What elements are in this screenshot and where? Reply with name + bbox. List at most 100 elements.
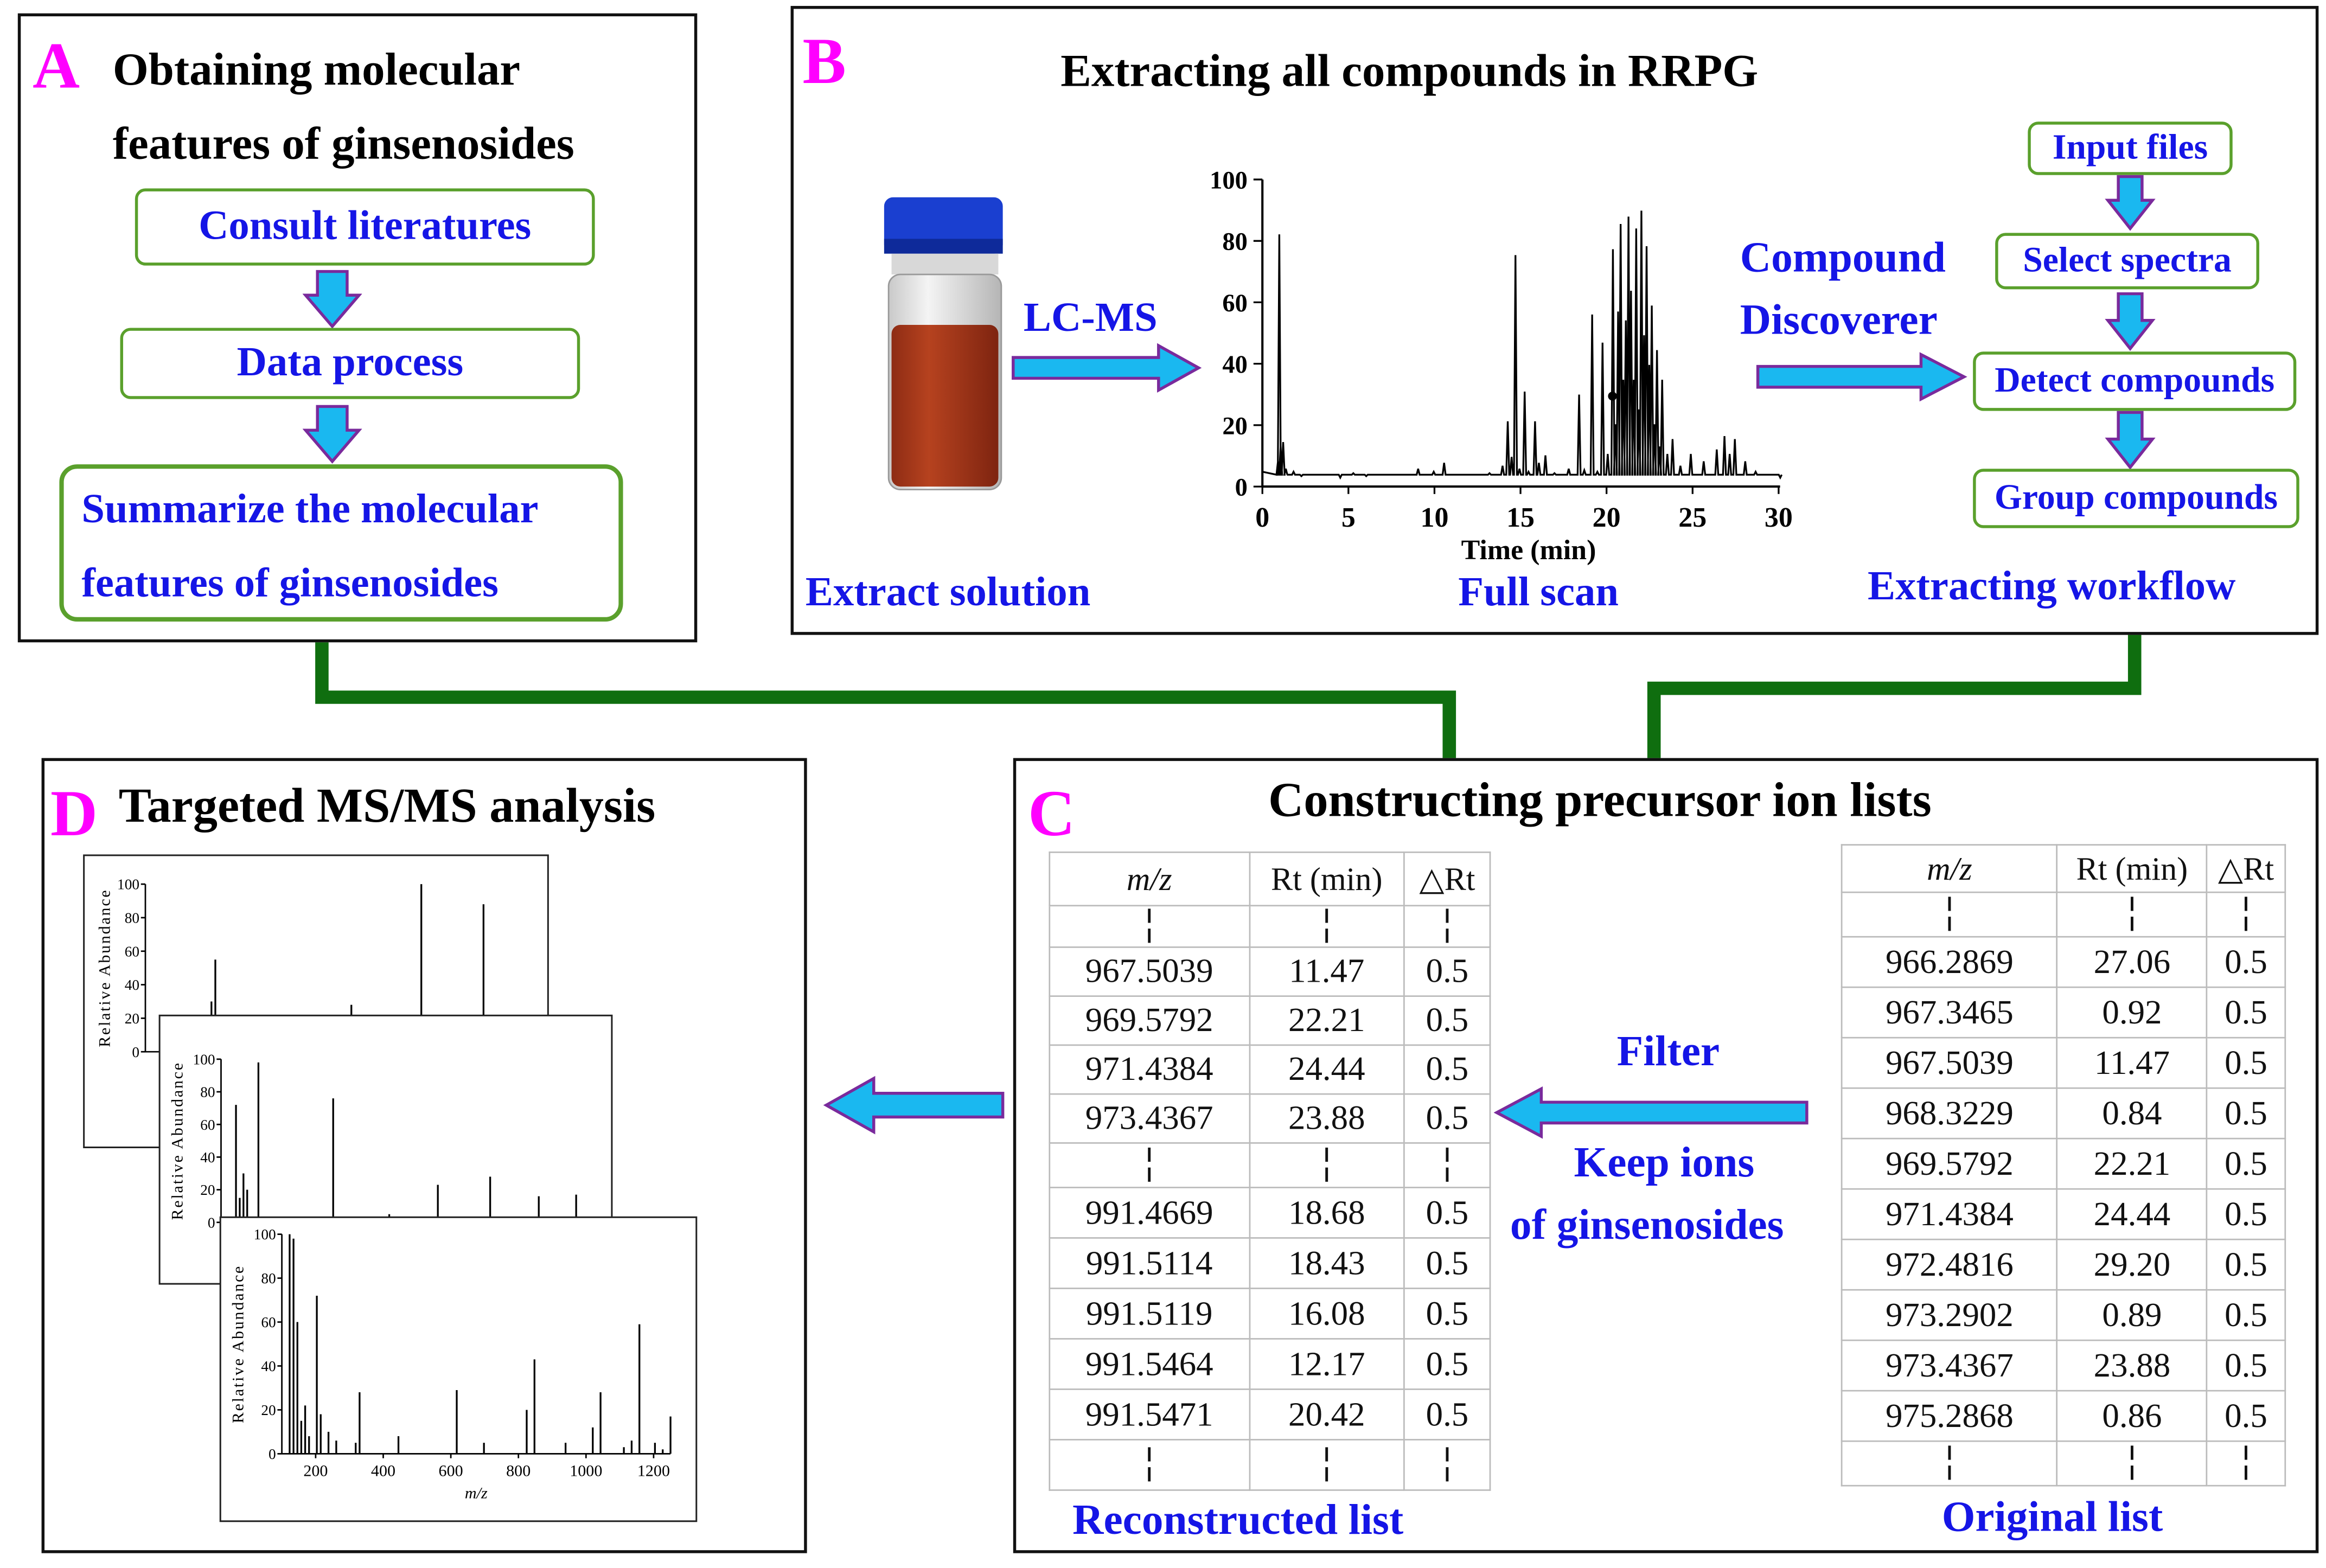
panel-c-letter: C xyxy=(1028,777,1076,850)
spectrum-y-tick-label: 40 xyxy=(200,1149,215,1166)
panel-a: A Obtaining molecular features of ginsen… xyxy=(17,13,698,643)
vial-icon xyxy=(884,197,1003,490)
drt-cell: 0.5 xyxy=(2206,986,2286,1039)
ellipsis-cell: ╎ xyxy=(1049,905,1250,948)
ellipsis-cell: ╎ xyxy=(1403,1439,1491,1491)
down-arrow-icon xyxy=(2105,175,2156,231)
mz-cell: 973.4367 xyxy=(1841,1339,2059,1392)
down-arrow-icon xyxy=(302,405,362,464)
header-drt: △Rt xyxy=(1403,851,1491,907)
workflow-detect-compounds: Detect compounds xyxy=(1973,351,2297,411)
panel-c-title: Constructing precursor ion lists xyxy=(1268,774,1932,828)
ellipsis-cell: ╎ xyxy=(1049,1142,1250,1188)
drt-cell: 0.5 xyxy=(1403,1187,1491,1239)
mz-cell: 966.2869 xyxy=(1841,936,2059,988)
drt-cell: 0.5 xyxy=(1403,995,1491,1046)
y-tick-label: 80 xyxy=(1222,228,1247,256)
mz-cell: 991.5464 xyxy=(1049,1338,1250,1390)
rt-cell: 11.47 xyxy=(1248,946,1405,997)
spectrum-x-tick-label: 800 xyxy=(506,1461,531,1480)
x-tick-label: 25 xyxy=(1678,502,1707,533)
original-list-label: Original list xyxy=(1941,1494,2163,1541)
chromatogram-trace xyxy=(1262,210,1783,480)
ellipsis-cell: ╎ xyxy=(1403,1142,1491,1188)
mz-cell: 973.2902 xyxy=(1841,1289,2059,1341)
full-scan-label: Full scan xyxy=(1458,569,1619,616)
down-arrow-icon xyxy=(2105,292,2156,351)
rt-cell: 0.89 xyxy=(2056,1289,2208,1341)
x-tick-label: 10 xyxy=(1420,502,1448,533)
ellipsis-cell: ╎ xyxy=(1248,905,1405,948)
mz-cell: 973.4367 xyxy=(1049,1093,1250,1144)
ellipsis-row: ╎╎╎ xyxy=(1049,905,1491,948)
ellipsis-cell: ╎ xyxy=(1841,1440,2059,1487)
spectrum-x-tick-label: 1000 xyxy=(570,1461,602,1480)
rt-cell: 24.44 xyxy=(1248,1044,1405,1095)
drt-cell: 0.5 xyxy=(2206,1238,2286,1291)
workflow-group-compounds: Group compounds xyxy=(1973,469,2299,528)
x-tick-label: 20 xyxy=(1593,502,1621,533)
mz-cell: 971.4384 xyxy=(1841,1188,2059,1240)
ellipsis-row: ╎╎╎ xyxy=(1841,891,2286,938)
ellipsis-cell: ╎ xyxy=(1248,1142,1405,1188)
spectrum-ylabel: Relative Abundance xyxy=(95,889,113,1047)
drt-cell: 0.5 xyxy=(2206,1137,2286,1190)
reconstructed-list-label: Reconstructed list xyxy=(1072,1496,1404,1545)
spectrum-x-tick-label: 400 xyxy=(371,1461,395,1480)
mz-cell: 991.5114 xyxy=(1049,1237,1250,1289)
mz-cell: 972.4816 xyxy=(1841,1238,2059,1291)
rt-cell: 12.17 xyxy=(1248,1338,1405,1390)
rt-cell: 29.20 xyxy=(2056,1238,2208,1291)
panel-b: B Extracting all compounds in RRPG xyxy=(790,5,2319,635)
mz-cell: 969.5792 xyxy=(1841,1137,2059,1190)
spectrum-y-tick-label: 100 xyxy=(117,876,139,893)
spectrum-y-tick-label: 0 xyxy=(208,1214,215,1231)
spectrum-y-tick-label: 40 xyxy=(261,1358,276,1374)
panel-a-letter: A xyxy=(33,29,80,103)
spectrum-y-tick-label: 100 xyxy=(254,1226,276,1243)
panel-b-letter: B xyxy=(802,25,846,98)
connector-b-to-c xyxy=(1647,633,2142,760)
keep-ions-line2: of ginsenosides xyxy=(1510,1201,1784,1249)
spectrum-y-tick-label: 100 xyxy=(193,1051,215,1067)
mz-cell: 991.4669 xyxy=(1049,1187,1250,1239)
y-tick-label: 60 xyxy=(1222,290,1247,317)
spectrum-y-tick-label: 0 xyxy=(269,1446,276,1462)
mz-cell: 969.5792 xyxy=(1049,995,1250,1046)
drt-cell: 0.5 xyxy=(1403,1388,1491,1441)
compound-discoverer-line1: Compound xyxy=(1740,234,1946,282)
y-tick-label: 0 xyxy=(1235,474,1248,502)
extracting-workflow-label: Extracting workflow xyxy=(1867,564,2236,610)
drt-cell: 0.5 xyxy=(2206,1390,2286,1442)
ellipsis-row: ╎╎╎ xyxy=(1049,1142,1491,1188)
rt-cell: 24.44 xyxy=(2056,1188,2208,1240)
mz-cell: 967.3465 xyxy=(1841,986,2059,1039)
drt-cell: 0.5 xyxy=(1403,1288,1491,1340)
spectrum-xlabel: m/z xyxy=(465,1483,488,1502)
spectrum-y-tick-label: 80 xyxy=(200,1084,215,1100)
compound-discoverer-line2: Discoverer xyxy=(1740,297,1938,344)
panel-d-letter: D xyxy=(50,777,98,850)
x-tick-label: 0 xyxy=(1255,502,1269,533)
rt-cell: 20.42 xyxy=(1248,1388,1405,1441)
spectrum-x-tick-label: 1200 xyxy=(637,1461,670,1480)
panel-b-title: Extracting all compounds in RRPG xyxy=(1060,44,1759,97)
rt-cell: 27.06 xyxy=(2056,936,2208,988)
spectrum-y-tick-label: 60 xyxy=(125,943,139,959)
ellipsis-cell: ╎ xyxy=(2056,891,2208,938)
drt-cell: 0.5 xyxy=(2206,1188,2286,1240)
header-rt: Rt (min) xyxy=(2056,844,2208,893)
